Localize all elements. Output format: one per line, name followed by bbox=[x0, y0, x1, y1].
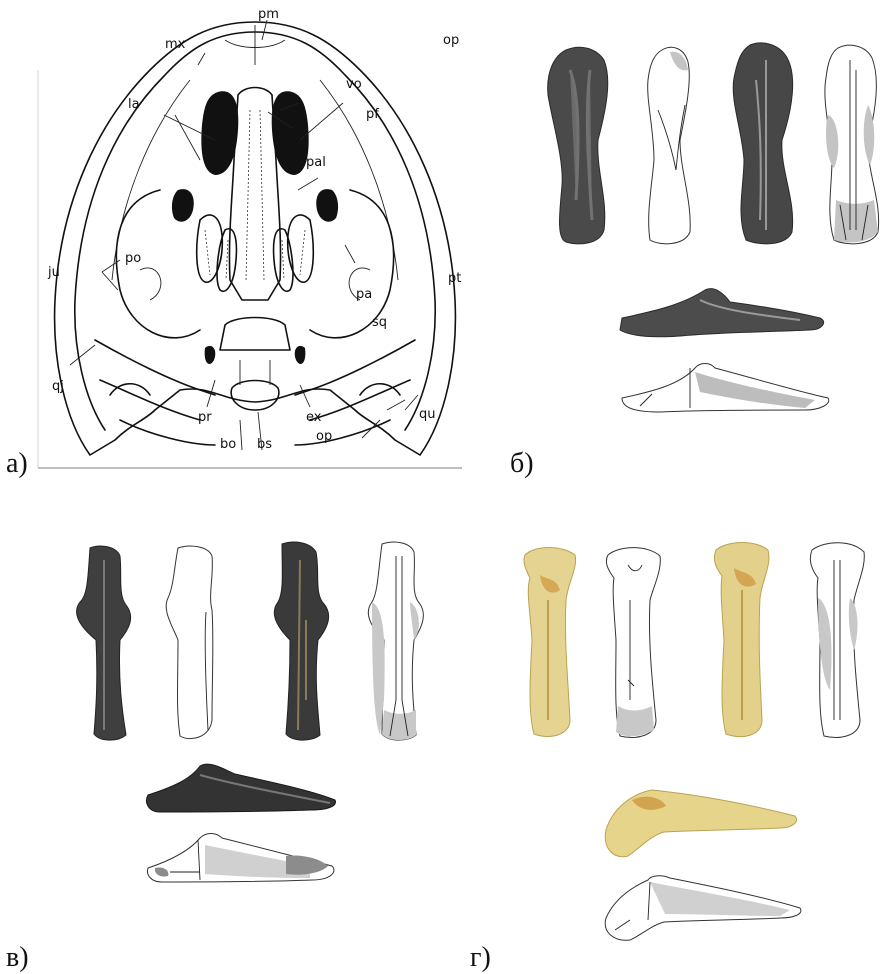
label-pr: pr bbox=[198, 410, 212, 425]
label-mx: mx bbox=[165, 37, 186, 52]
panel-letter-a: а) bbox=[6, 448, 28, 479]
label-qj: qj bbox=[52, 379, 64, 394]
skull-diagram: pm mx op vo la pf pal ju po pt pa sq qj … bbox=[6, 7, 462, 479]
label-po: po bbox=[125, 251, 141, 266]
label-op: op bbox=[316, 429, 332, 444]
label-la: la bbox=[128, 97, 140, 112]
specimen-b-drawing-1 bbox=[648, 47, 691, 244]
panel-g: г) bbox=[470, 543, 864, 974]
label-pa: pa bbox=[356, 287, 372, 302]
panel-letter-b: б) bbox=[510, 448, 534, 479]
specimen-v-photo-2 bbox=[274, 542, 328, 740]
label-qu: qu bbox=[419, 407, 436, 422]
panel-letter-g: г) bbox=[470, 942, 491, 973]
label-bo: bo bbox=[220, 437, 236, 452]
specimen-b-photo-2 bbox=[733, 43, 792, 244]
specimen-v-lateral-photo bbox=[147, 764, 336, 812]
label-pt: pt bbox=[448, 271, 461, 286]
label-vo: vo bbox=[346, 77, 362, 92]
label-pf: pf bbox=[366, 107, 379, 122]
label-op-top: op bbox=[443, 33, 459, 48]
label-pm: pm bbox=[258, 7, 279, 22]
label-ju: ju bbox=[47, 265, 60, 280]
panel-v: в) bbox=[6, 542, 423, 973]
panel-b: б) bbox=[510, 43, 879, 479]
label-sq: sq bbox=[372, 315, 387, 330]
label-bs: bs bbox=[257, 437, 272, 452]
label-ex: ex bbox=[306, 410, 322, 425]
label-pal: pal bbox=[306, 155, 326, 170]
specimen-g-photo-1 bbox=[524, 548, 576, 737]
specimen-b-lateral-photo bbox=[620, 289, 824, 337]
specimen-v-drawing-1 bbox=[166, 546, 213, 739]
panel-letter-v: в) bbox=[6, 942, 29, 973]
